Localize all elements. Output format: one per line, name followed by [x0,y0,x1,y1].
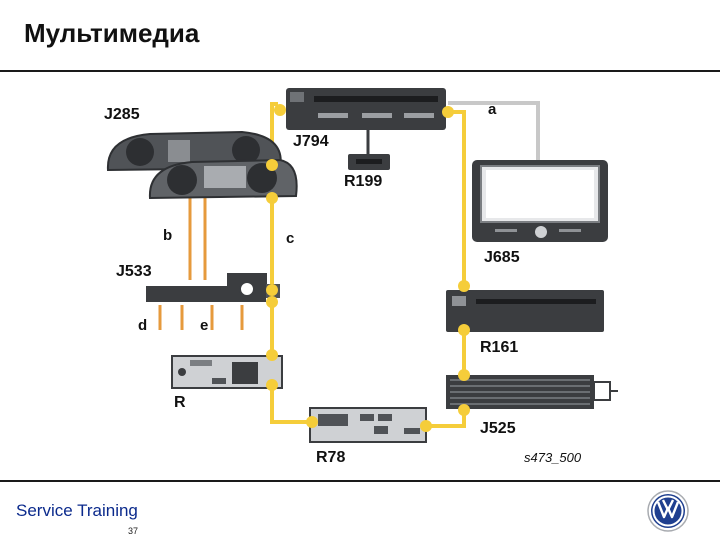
vw-logo-icon [647,490,689,532]
bus-connection-nodes [266,104,470,432]
page-title: Мультимедиа [24,18,200,48]
connection-label-d: d [138,317,147,334]
j285-instrument-cluster [106,130,298,200]
label-j525: J525 [480,420,516,437]
multimedia-diagram: J285 J794 R199 J685 J533 R161 R R78 J525… [104,88,618,466]
r199-unit [348,130,390,170]
r161-unit [446,290,604,332]
label-j685: J685 [484,249,520,266]
j533-gateway [146,273,280,302]
page-number: 37 [128,526,139,536]
connection-label-b: b [163,227,172,244]
j794-unit [286,88,446,130]
connection-label-e: e [200,317,208,334]
label-r: R [174,394,186,411]
label-r78: R78 [316,449,345,466]
orange-wires [158,198,244,330]
header-divider [0,70,720,72]
label-j794: J794 [293,133,329,150]
connection-label-c: c [286,230,294,247]
j685-display-unit [472,160,608,242]
figure-reference: s473_500 [524,450,582,465]
connection-line-a [448,101,540,162]
label-j533: J533 [116,263,152,280]
label-j285: J285 [104,106,140,123]
label-r161: R161 [480,339,518,356]
j525-amplifier [446,375,618,409]
r78-unit [309,407,427,443]
footer-brand-text: Service Training [16,501,138,520]
label-r199: R199 [344,173,382,190]
connection-label-a: a [488,101,497,118]
r-radio-unit [171,355,283,389]
footer-divider [0,480,720,482]
